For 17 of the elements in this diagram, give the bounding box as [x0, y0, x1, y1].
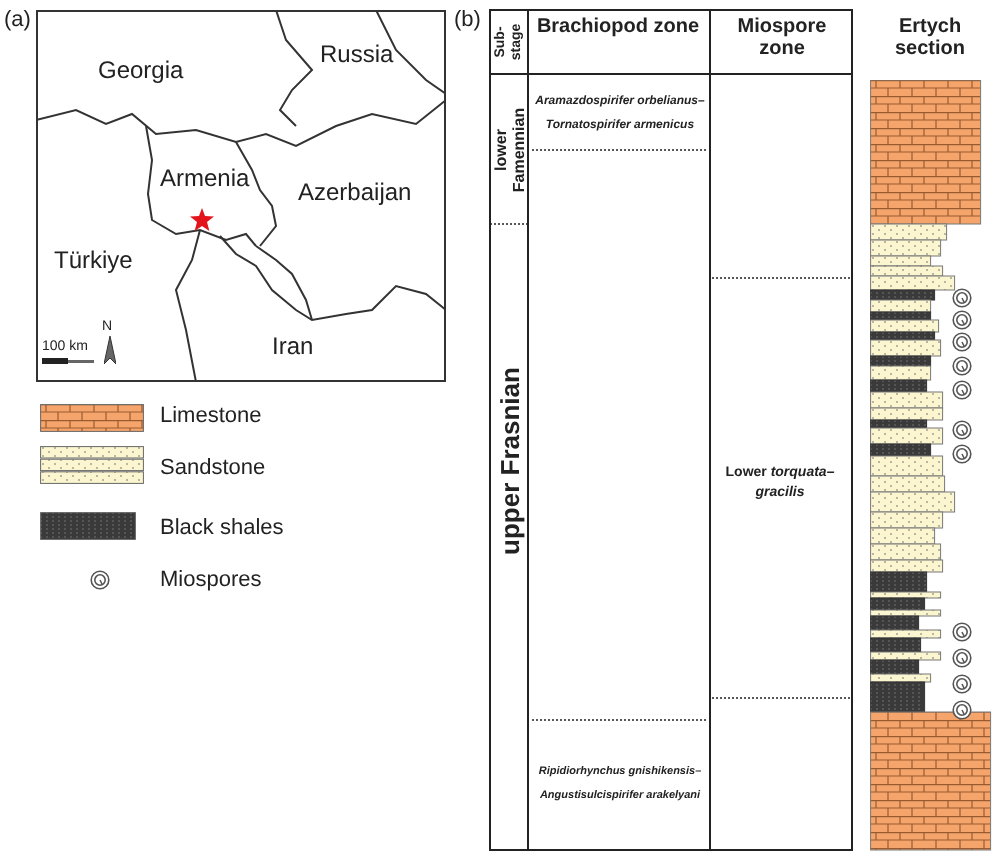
- legend-label: Miospores: [160, 568, 262, 592]
- country-label: Azerbaijan: [298, 178, 412, 206]
- country-label: Russia: [320, 40, 394, 68]
- column-header: Brachiopod zone: [534, 16, 702, 38]
- substage-label: upper Frasnian: [494, 366, 525, 554]
- substage-label: lower Famennian: [492, 105, 528, 197]
- country-label: Armenia: [160, 164, 250, 192]
- country-label: Iran: [272, 332, 314, 360]
- legend-label: Sandstone: [160, 456, 266, 480]
- legend-label: Black shales: [160, 516, 284, 540]
- column-header: Ertych section: [892, 16, 967, 60]
- panel-label: (a): [4, 8, 31, 32]
- country-label: Türkiye: [54, 246, 133, 274]
- country-label: Georgia: [98, 56, 184, 84]
- column-header: Miospore zone: [735, 16, 829, 60]
- legend-label: Limestone: [160, 404, 262, 428]
- panel-label: (b): [454, 8, 481, 32]
